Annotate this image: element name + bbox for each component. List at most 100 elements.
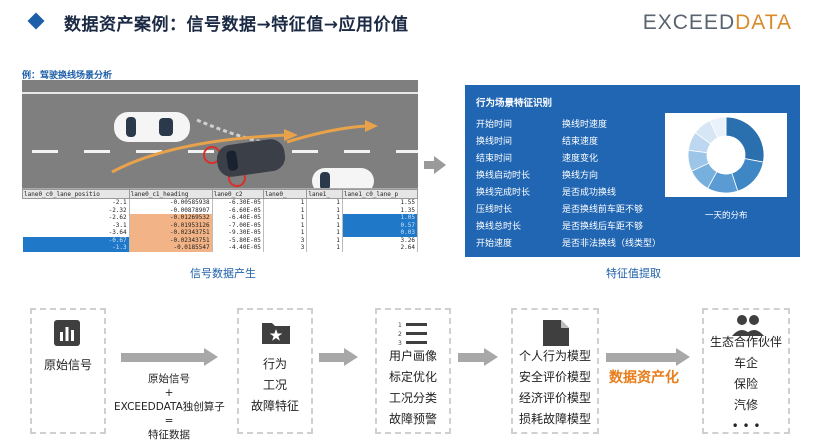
model-item: 损耗故障模型 — [518, 412, 591, 426]
flow-arrow-icon — [121, 348, 218, 366]
ecosystem-item: 保险 — [733, 377, 758, 391]
feature-item: 换线启动时长 — [476, 171, 531, 181]
model-item: 经济评价模型 — [518, 391, 591, 405]
lane-dash — [136, 150, 162, 153]
table-cell: -7.00E-05 — [212, 221, 264, 229]
table-cell-highlight: 0.03 — [342, 229, 418, 237]
distribution-donut-chart — [687, 116, 765, 194]
feature-type-item: 工况 — [262, 378, 287, 392]
lane-dash — [188, 150, 214, 153]
table-cell: -6.40E-05 — [212, 214, 264, 222]
table-cell: -4.40E-05 — [212, 244, 264, 252]
column-header: lane0_c2 — [211, 189, 264, 199]
feature-item: 是否非法换线（线类型） — [562, 239, 662, 249]
table-cell: 1 — [306, 198, 343, 207]
logo-main-text: EXCEED — [642, 11, 736, 34]
table-cell: -2.32 — [22, 206, 130, 214]
table-cell: 1 — [263, 229, 308, 237]
signal-data-table: lane0_c0_lane_positio lane0_c1_heading l… — [22, 188, 418, 258]
flow-arrow-icon — [606, 348, 690, 366]
formula-line: EXCEEDDATA独创算子 — [114, 401, 225, 413]
people-icon — [732, 315, 764, 336]
feature-item: 是否成功换线 — [562, 188, 617, 198]
table-cell: 1 — [263, 198, 308, 207]
feature-item: 结束时间 — [476, 154, 513, 164]
road-edge-line — [22, 92, 418, 94]
title-bullet-icon — [27, 12, 45, 30]
application-item: 工况分类 — [388, 391, 437, 405]
ecosystem-item: 生态合作伙伴 — [709, 335, 782, 349]
table-cell: 1 — [263, 221, 308, 229]
application-list: 用户画像 标定优化 工况分类 故障预警 — [377, 346, 449, 430]
feature-type-item: 故障特征 — [250, 399, 299, 413]
application-item: 用户画像 — [388, 349, 437, 363]
model-box: 个人行为模型 安全评价模型 经济评价模型 损耗故障模型 — [511, 308, 599, 434]
flow-arrow-icon — [458, 348, 498, 366]
donut-segment — [725, 116, 765, 163]
car-windshield — [126, 117, 136, 137]
table-row: -3.1 -0.01953126 -7.00E-05 1 1 0.57 — [22, 221, 418, 229]
raw-signal-box: 原始信号 — [30, 308, 106, 434]
ecosystem-list: 生态合作伙伴 车企 保险 汽修 • • • — [704, 332, 788, 437]
feature-item: 压线时长 — [476, 205, 513, 215]
feature-panel: 行为场景特征识别 开始时间 换线时间 结束时间 换线启动时长 换线完成时长 压线… — [465, 85, 800, 257]
model-item: 安全评价模型 — [518, 370, 591, 384]
table-cell: 1 — [306, 214, 343, 222]
right-arrow-icon — [424, 156, 446, 174]
table-cell: -3.1 — [22, 221, 130, 229]
trajectory-arrow-icon — [284, 129, 298, 141]
feature-item: 是否换线前车距不够 — [562, 205, 644, 215]
table-cell: -0.00585938 — [129, 198, 213, 207]
ego-path-line — [196, 118, 263, 144]
trajectory-overlay — [111, 118, 378, 187]
table-cell: 1 — [263, 214, 308, 222]
raw-signal-label: 原始信号 — [43, 358, 92, 372]
numbered-list-icon: 1 2 3 — [398, 322, 427, 346]
table-cell: 3 — [263, 244, 308, 252]
logo-accent-text: DATA — [735, 11, 792, 34]
formula-note: 原始信号 + EXCEEDDATA独创算子 = 特征数据 — [114, 372, 225, 442]
column-header: lane0_c1_heading — [128, 189, 213, 199]
lane-dash — [84, 150, 110, 153]
table-cell: 1 — [306, 221, 343, 229]
table-row: -2.62 -0.01269532 -6.40E-05 1 1 1.05 — [22, 214, 418, 222]
application-item: 故障预警 — [388, 412, 437, 426]
table-cell: -6.30E-05 — [212, 198, 264, 207]
ecosystem-more: • • • — [731, 419, 761, 433]
table-cell: -2.62 — [22, 214, 130, 222]
table-cell: 2.64 — [342, 244, 418, 252]
formula-line: 原始信号 — [148, 373, 190, 385]
table-row: -2.1 -0.00585938 -6.30E-05 1 1 1.55 — [22, 198, 418, 207]
column-header: lane0_c0_lane_positio — [22, 189, 130, 199]
lane-dash — [32, 150, 58, 153]
document-icon — [543, 320, 569, 346]
feature-item: 是否换线后车距不够 — [562, 222, 644, 232]
feature-item: 换线时速度 — [562, 120, 608, 130]
chart-caption: 一天的分布 — [705, 211, 748, 221]
table-cell-highlight: 0.57 — [342, 221, 418, 229]
column-header: lane1_ — [306, 189, 343, 199]
donut-segment — [731, 158, 764, 192]
table-cell-highlight: -0.02343751 — [129, 236, 213, 244]
lane-dash — [292, 150, 318, 153]
table-cell: 1 — [306, 229, 343, 237]
table-header-row: lane0_c0_lane_positio lane0_c1_heading l… — [22, 189, 418, 199]
feature-type-item: 行为 — [262, 357, 287, 371]
formula-line: 特征数据 — [148, 429, 190, 441]
lane-change-scene-image: lane0_c0_lane_positio lane0_c1_heading l… — [22, 80, 418, 258]
table-cell: 1.55 — [342, 198, 418, 207]
table-cell: -0.00878907 — [129, 206, 213, 214]
application-box: 1 2 3 用户画像 标定优化 工况分类 故障预警 — [375, 308, 451, 434]
feature-item: 开始速度 — [476, 239, 513, 249]
feature-item: 换线完成时长 — [476, 188, 531, 198]
table-cell-highlight: -0.67 — [22, 236, 130, 244]
target-trajectory — [286, 124, 368, 144]
svg-text:2: 2 — [398, 331, 402, 338]
page-title: 数据资产案例：信号数据→特征值→应用价值 — [64, 15, 409, 35]
column-header: lane0_ — [262, 189, 308, 199]
feature-list-right: 换线时速度 结束速度 速度变化 换线方向 是否成功换线 是否换线前车距不够 是否… — [562, 117, 661, 253]
table-row: -1.3 -0.0185547 -4.40E-05 3 1 2.64 — [22, 244, 418, 252]
feature-item: 换线方向 — [562, 171, 599, 181]
feature-item: 开始时间 — [476, 120, 513, 130]
feature-item: 结束速度 — [562, 137, 599, 147]
